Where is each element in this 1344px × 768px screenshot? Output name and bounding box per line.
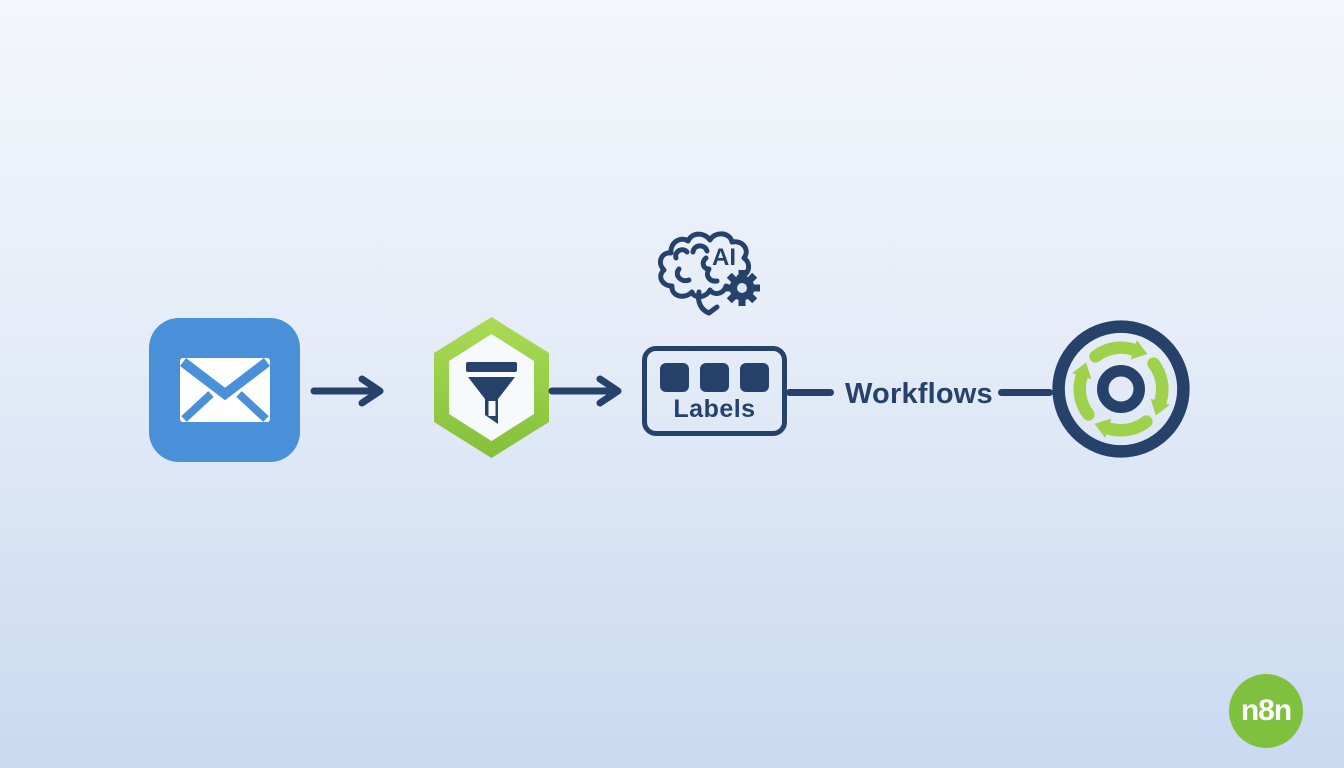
labels-node-caption: Labels bbox=[673, 394, 756, 423]
sync-cycle-node bbox=[1052, 320, 1190, 458]
sync-cycle-arrows bbox=[1072, 340, 1170, 438]
n8n-logo: n8n bbox=[1229, 674, 1303, 748]
brain-gear-icon: AI bbox=[658, 231, 760, 316]
label-tag-square bbox=[700, 362, 729, 392]
labels-node: Labels bbox=[642, 346, 787, 436]
filter-funnel-icon bbox=[466, 362, 517, 424]
connector-line bbox=[786, 389, 834, 396]
connector-line bbox=[998, 389, 1053, 396]
n8n-logo-text: n8n bbox=[1240, 694, 1292, 727]
ai-text: AI bbox=[712, 244, 736, 271]
workflows-label: Workflows bbox=[845, 378, 993, 410]
label-tags bbox=[660, 362, 769, 392]
arrow-right-icon bbox=[310, 375, 384, 407]
filter-hexagon-node bbox=[434, 317, 549, 458]
email-icon bbox=[179, 358, 270, 422]
label-tag-square bbox=[740, 362, 769, 392]
label-tag-square bbox=[660, 362, 689, 392]
gear-icon bbox=[724, 270, 760, 306]
email-node bbox=[149, 318, 300, 462]
arrow-right-icon bbox=[548, 375, 622, 407]
